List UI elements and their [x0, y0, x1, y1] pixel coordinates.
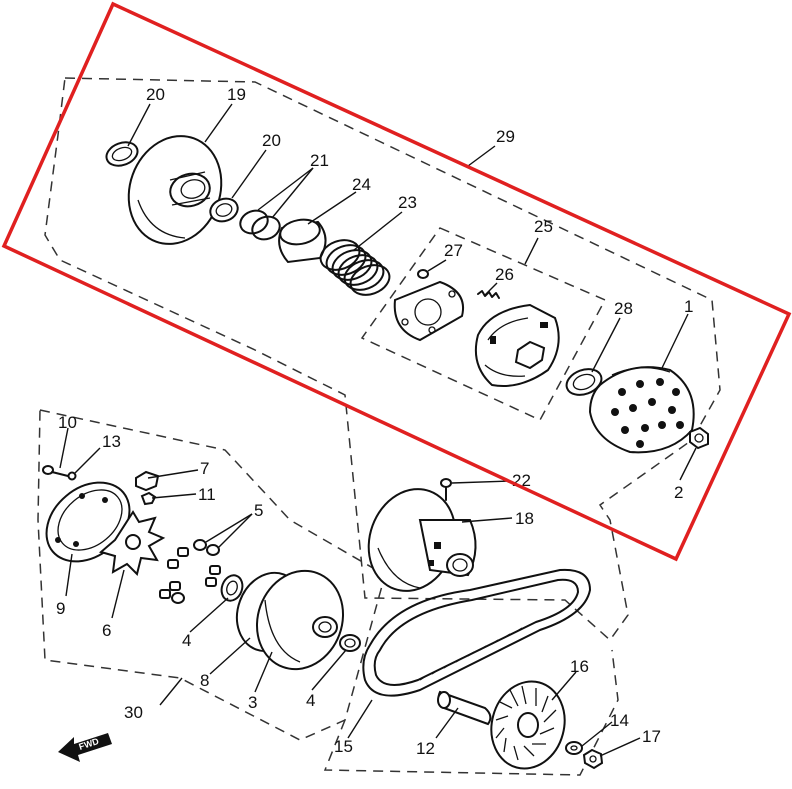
sleeve-24 [278, 218, 327, 264]
fan-pulley-16 [490, 680, 566, 770]
callout-15: 15 [334, 737, 353, 756]
callout-26: 26 [495, 265, 514, 284]
callout-24: 24 [352, 175, 371, 194]
o-rings-21 [239, 209, 281, 241]
callout-21: 21 [310, 151, 329, 170]
washer-13 [67, 471, 77, 481]
callout-4a: 4 [182, 631, 191, 650]
callout-20a: 20 [146, 85, 165, 104]
guide-11 [140, 491, 157, 506]
callout-19: 19 [227, 85, 246, 104]
collar-4b [339, 634, 361, 652]
nut-2 [689, 426, 709, 450]
leader-lines [59, 103, 697, 757]
driven-pulley-18 [367, 488, 477, 592]
bolt-10 [42, 465, 69, 477]
callout-5: 5 [254, 501, 263, 520]
callout-3: 3 [248, 693, 257, 712]
callout-6: 6 [102, 621, 111, 640]
callout-11: 11 [198, 485, 216, 504]
callout-30: 30 [124, 703, 143, 722]
spring-23 [319, 239, 391, 296]
callout-23: 23 [398, 193, 417, 212]
callout-29: 29 [496, 127, 515, 146]
callout-17: 17 [642, 727, 661, 746]
callout-9: 9 [56, 599, 65, 618]
clutch-shoe-assembly [474, 303, 560, 387]
callout-25: 25 [534, 217, 553, 236]
bolt-22 [440, 478, 452, 501]
callout-28: 28 [614, 299, 633, 318]
callout-2: 2 [674, 483, 683, 502]
fwd-arrow-icon: FWD [58, 733, 112, 762]
clip-27 [417, 269, 429, 279]
clutch-cover-1 [588, 366, 695, 454]
collar-ring-20b [209, 197, 239, 223]
callout-27: 27 [444, 241, 463, 260]
drive-pulley-3 [235, 569, 345, 671]
callout-4b: 4 [306, 691, 315, 710]
rollers-weights [159, 539, 221, 604]
callout-13: 13 [102, 432, 121, 451]
collar-ring-20a [105, 141, 139, 167]
group-25-outline [360, 227, 607, 421]
small-spring-26 [477, 290, 500, 299]
callout-14: 14 [610, 711, 629, 730]
callout-20b: 20 [262, 131, 281, 150]
group-bottom-outline [323, 649, 619, 776]
highlight-frame [1, 1, 792, 562]
callout-labels: 20 19 20 21 24 23 29 25 27 26 28 1 2 22 … [56, 85, 693, 758]
callout-1: 1 [684, 297, 693, 316]
slider-7 [135, 470, 160, 492]
callout-10: 10 [58, 413, 77, 432]
callout-16: 16 [570, 657, 589, 676]
nut-17 [582, 748, 604, 770]
group-29-outline [44, 77, 721, 642]
clutch-plate-25 [393, 280, 464, 342]
drive-cover-9 [45, 481, 131, 563]
callout-7: 7 [200, 459, 209, 478]
driven-pulley-face-19 [127, 135, 223, 245]
callout-8: 8 [200, 671, 209, 690]
sleeve-12 [437, 690, 492, 726]
washer-14 [565, 741, 583, 755]
ramp-plate-6 [98, 510, 166, 576]
group-30-outline [37, 409, 386, 741]
callout-18: 18 [515, 509, 534, 528]
callout-12: 12 [416, 739, 435, 758]
collar-4a [220, 574, 244, 602]
bearing-28 [565, 368, 603, 396]
drive-belt-15 [362, 568, 591, 697]
